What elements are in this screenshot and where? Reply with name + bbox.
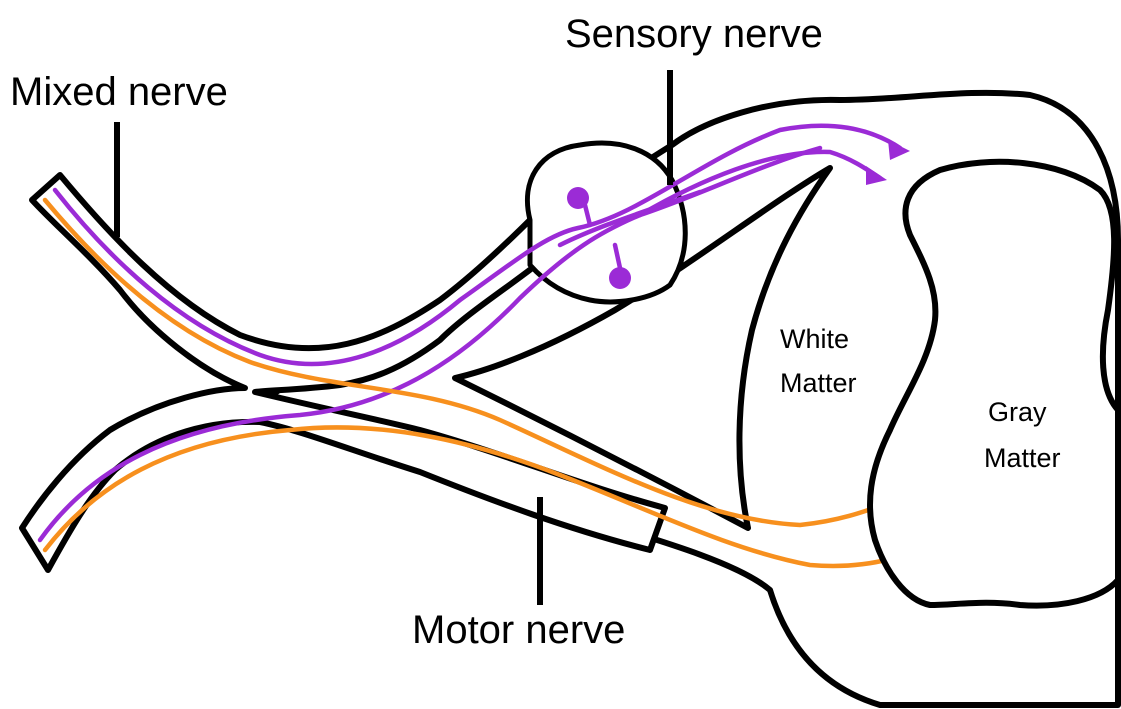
- sensory-cell-body-2: [609, 267, 631, 289]
- motor-nerve-label: Motor nerve: [412, 608, 625, 652]
- gray-matter-label-line1: Gray: [988, 397, 1047, 427]
- sensory-cell-body-1: [567, 187, 589, 209]
- gray-matter-label-line2: Matter: [984, 443, 1061, 473]
- white-matter-label-line1: White: [780, 324, 849, 354]
- dorsal-root-ganglion: [527, 143, 685, 302]
- sensory-nerve-label: Sensory nerve: [565, 12, 823, 56]
- white-matter-label-line2: Matter: [780, 368, 857, 398]
- mixed-nerve-label: Mixed nerve: [10, 70, 228, 114]
